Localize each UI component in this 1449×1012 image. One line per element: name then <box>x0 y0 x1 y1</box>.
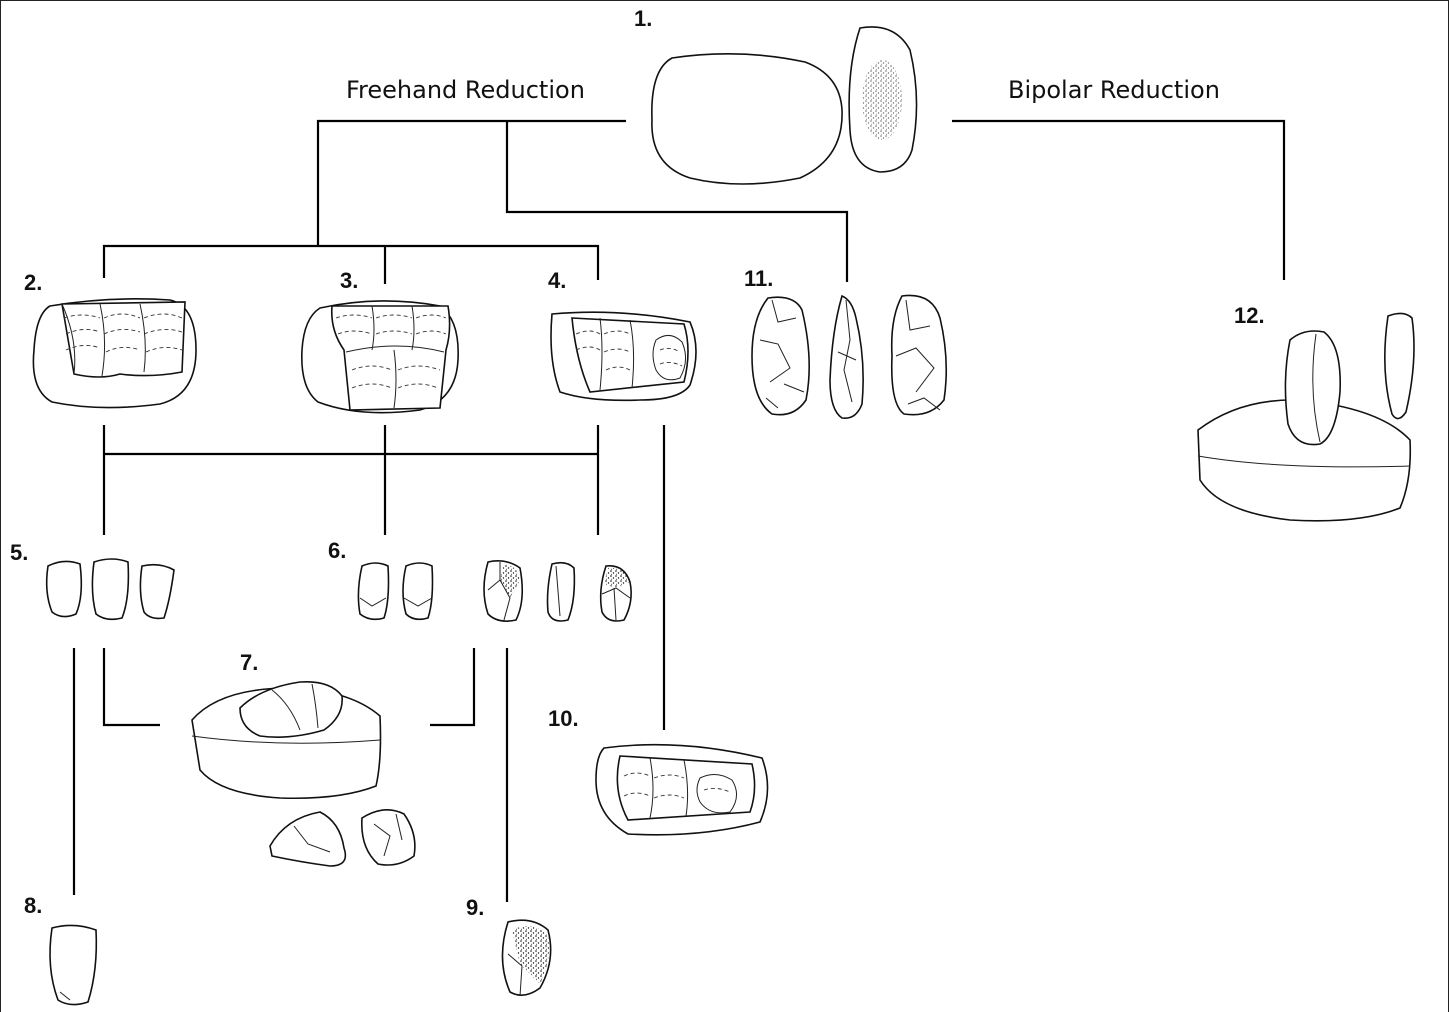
flakes-11-artifact <box>752 295 946 418</box>
label-1: 1. <box>634 8 652 30</box>
label-6: 6. <box>328 540 346 562</box>
anvil-7-artifact <box>192 682 415 866</box>
label-8: 8. <box>24 895 42 917</box>
flake-9-artifact <box>502 920 550 996</box>
core-4-artifact <box>551 312 696 400</box>
cobble-artifact <box>652 27 917 184</box>
bipolar-reduction-title: Bipolar Reduction <box>1008 78 1220 102</box>
label-12: 12. <box>1234 305 1265 327</box>
core-10-artifact <box>596 745 768 835</box>
label-3: 3. <box>340 270 358 292</box>
bipolar-anvil-artifact <box>1198 313 1414 520</box>
label-11: 11. <box>744 268 773 290</box>
core-3-artifact <box>302 301 458 413</box>
freehand-reduction-title: Freehand Reduction <box>346 78 585 102</box>
label-2: 2. <box>24 272 42 294</box>
label-9: 9. <box>466 897 484 919</box>
label-5: 5. <box>10 542 28 564</box>
label-4: 4. <box>548 270 566 292</box>
flake-8-artifact <box>50 925 96 1004</box>
flakes-6-artifact <box>358 561 631 621</box>
core-2-artifact <box>33 299 196 408</box>
label-7: 7. <box>240 652 258 674</box>
flakes-5-artifact <box>47 559 174 619</box>
label-10: 10. <box>548 708 579 730</box>
